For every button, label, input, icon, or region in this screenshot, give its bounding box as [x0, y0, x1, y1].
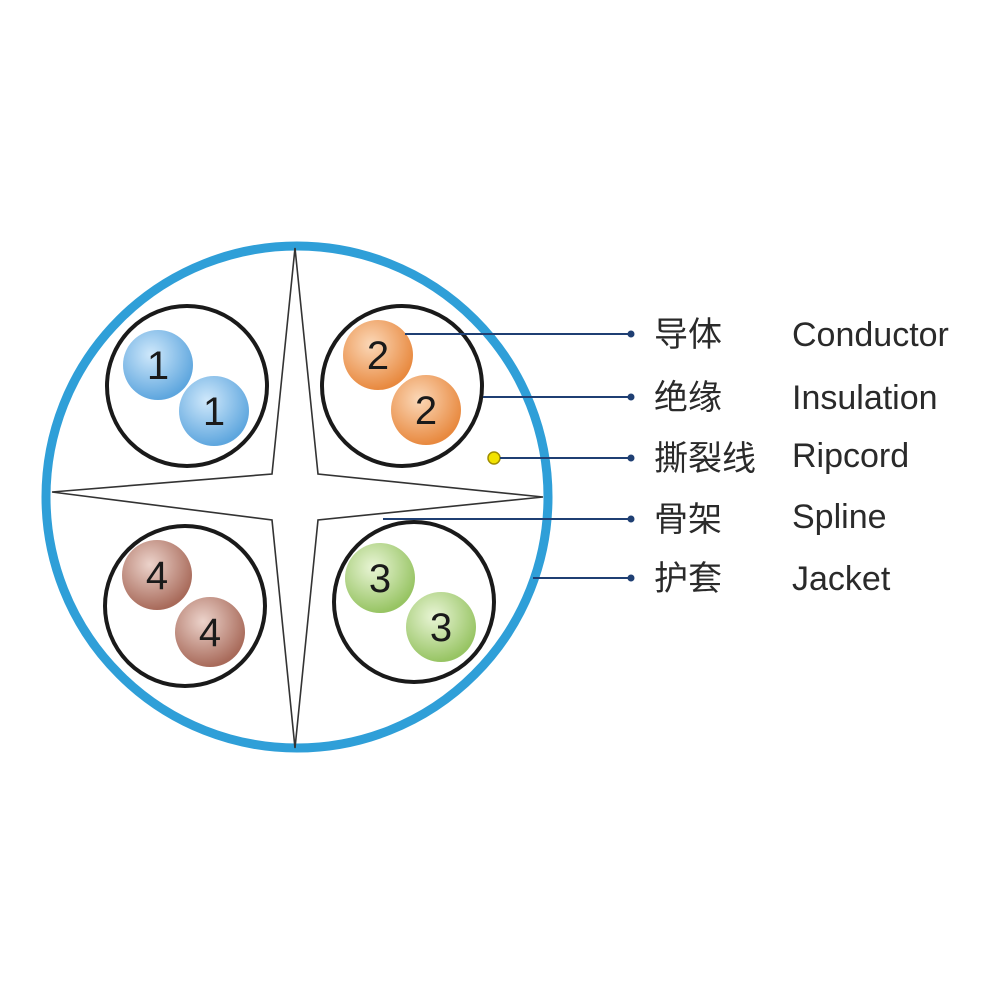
leader-dot-spline — [627, 515, 635, 523]
pair-1-enclosure — [105, 304, 269, 468]
legend-insulation-en: Insulation — [792, 379, 938, 417]
pair-2-wire-b-label: 2 — [415, 389, 437, 433]
pair-2-wire-a — [343, 320, 413, 390]
pair-1-wire-b-label: 1 — [203, 390, 225, 434]
leader-dot-ripcord — [627, 454, 635, 462]
legend-spline-zh: 骨架 — [654, 500, 722, 540]
legend-conductor-en: Conductor — [792, 316, 949, 354]
legend-conductor-zh: 导体 — [654, 315, 722, 355]
leader-dot-jacket — [627, 574, 635, 582]
pair-4-wire-a — [122, 540, 192, 610]
legend-jacket-zh: 护套 — [654, 559, 722, 599]
pair-4-wire-b-label: 4 — [199, 611, 221, 655]
legend-insulation-zh: 绝缘 — [654, 378, 722, 418]
pair-3-wire-a — [345, 543, 415, 613]
pair-3-wire-b — [406, 592, 476, 662]
pair-1-wire-a — [123, 330, 193, 400]
leader-dots — [627, 330, 635, 582]
leader-dot-conductor — [627, 330, 635, 338]
pair-3-wire-b-label: 3 — [430, 606, 452, 650]
legend-jacket-en: Jacket — [792, 560, 891, 598]
pair-1-wire-b — [179, 376, 249, 446]
pair-4-wire-a-label: 4 — [146, 554, 168, 598]
legend: 导体 Conductor 绝缘 Insulation 撕裂线 Ripcord 骨… — [654, 315, 949, 599]
leader-dot-insulation — [627, 393, 635, 401]
pair-3-wire-a-label: 3 — [369, 557, 391, 601]
pair-4-enclosure — [103, 524, 267, 688]
legend-ripcord-en: Ripcord — [792, 437, 909, 475]
leader-lines — [383, 333, 629, 579]
pair-2-wire-a-label: 2 — [367, 334, 389, 378]
pair-1-wire-a-label: 1 — [147, 344, 169, 388]
pair-2-enclosure — [320, 304, 484, 468]
spline-cross — [51, 247, 544, 749]
pair-3-enclosure — [332, 520, 496, 684]
pair-2-wire-b — [391, 375, 461, 445]
pair-4-wire-b — [175, 597, 245, 667]
legend-ripcord-zh: 撕裂线 — [654, 439, 756, 479]
ripcord-marker — [487, 451, 501, 465]
legend-spline-en: Spline — [792, 498, 887, 536]
